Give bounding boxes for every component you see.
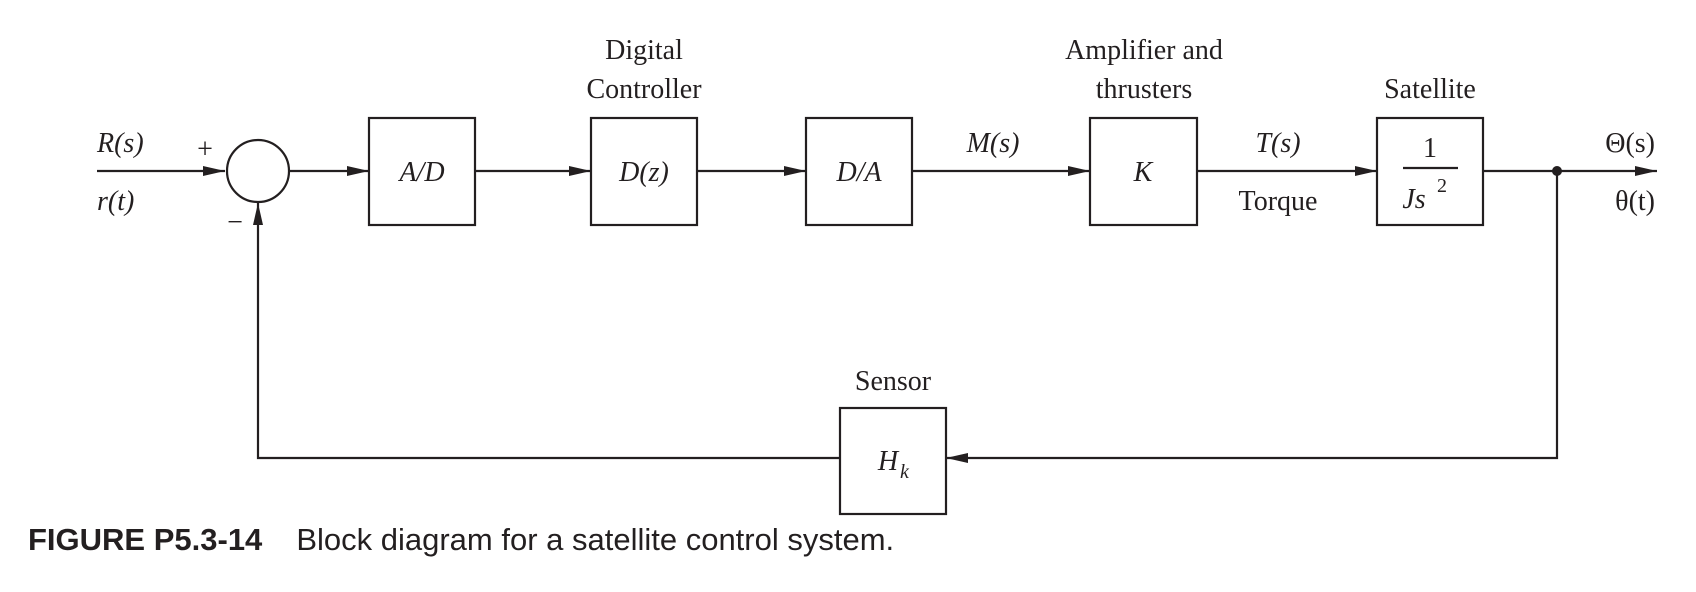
- torque-signal-label: T(s): [1255, 128, 1300, 159]
- output-label-t: θ(t): [1615, 186, 1655, 217]
- summing-junction: [225, 138, 291, 204]
- plant-numerator: 1: [1423, 133, 1437, 164]
- plant-exponent: 2: [1437, 175, 1447, 197]
- sensor-title: Sensor: [855, 366, 932, 397]
- sensor-label-subscript: k: [900, 461, 910, 483]
- pickoff-point: [1552, 166, 1562, 176]
- amplifier-title-line1: Amplifier and: [1065, 35, 1223, 66]
- amplifier-title-line2: thrusters: [1096, 74, 1192, 105]
- controller-title-line2: Controller: [586, 74, 702, 105]
- dac-output-label: M(s): [966, 128, 1020, 159]
- plant-title: Satellite: [1384, 74, 1476, 105]
- figure-caption-text: Block diagram for a satellite control sy…: [296, 522, 895, 557]
- plant-denominator: Js: [1402, 184, 1425, 215]
- sensor-to-summer-arrow: [253, 203, 840, 460]
- sensor-label: H: [877, 446, 900, 477]
- gain-block: [1088, 116, 1199, 227]
- figure-caption-label: FIGURE P5.3-14: [28, 522, 263, 557]
- dac-label: D/A: [835, 157, 882, 188]
- minus-sign: −: [227, 207, 243, 238]
- adc-label: A/D: [397, 157, 444, 188]
- adc-block: [367, 116, 477, 227]
- controller-title-line1: Digital: [605, 35, 683, 66]
- controller-block: [589, 116, 699, 227]
- dac-block: [804, 116, 914, 227]
- torque-word-label: Torque: [1239, 186, 1318, 217]
- plus-sign: +: [197, 134, 213, 165]
- controller-label: D(z): [618, 157, 669, 188]
- feedback-to-sensor-arrow: [946, 171, 1559, 463]
- gain-label: K: [1133, 157, 1154, 188]
- input-label-s: R(s): [96, 128, 144, 159]
- sensor-block: [838, 406, 948, 516]
- output-label-s: Θ(s): [1605, 128, 1655, 159]
- figure-caption: FIGURE P5.3-14 Block diagram for a satell…: [28, 522, 894, 558]
- plant-block: [1375, 116, 1485, 227]
- input-label-t: r(t): [97, 186, 134, 217]
